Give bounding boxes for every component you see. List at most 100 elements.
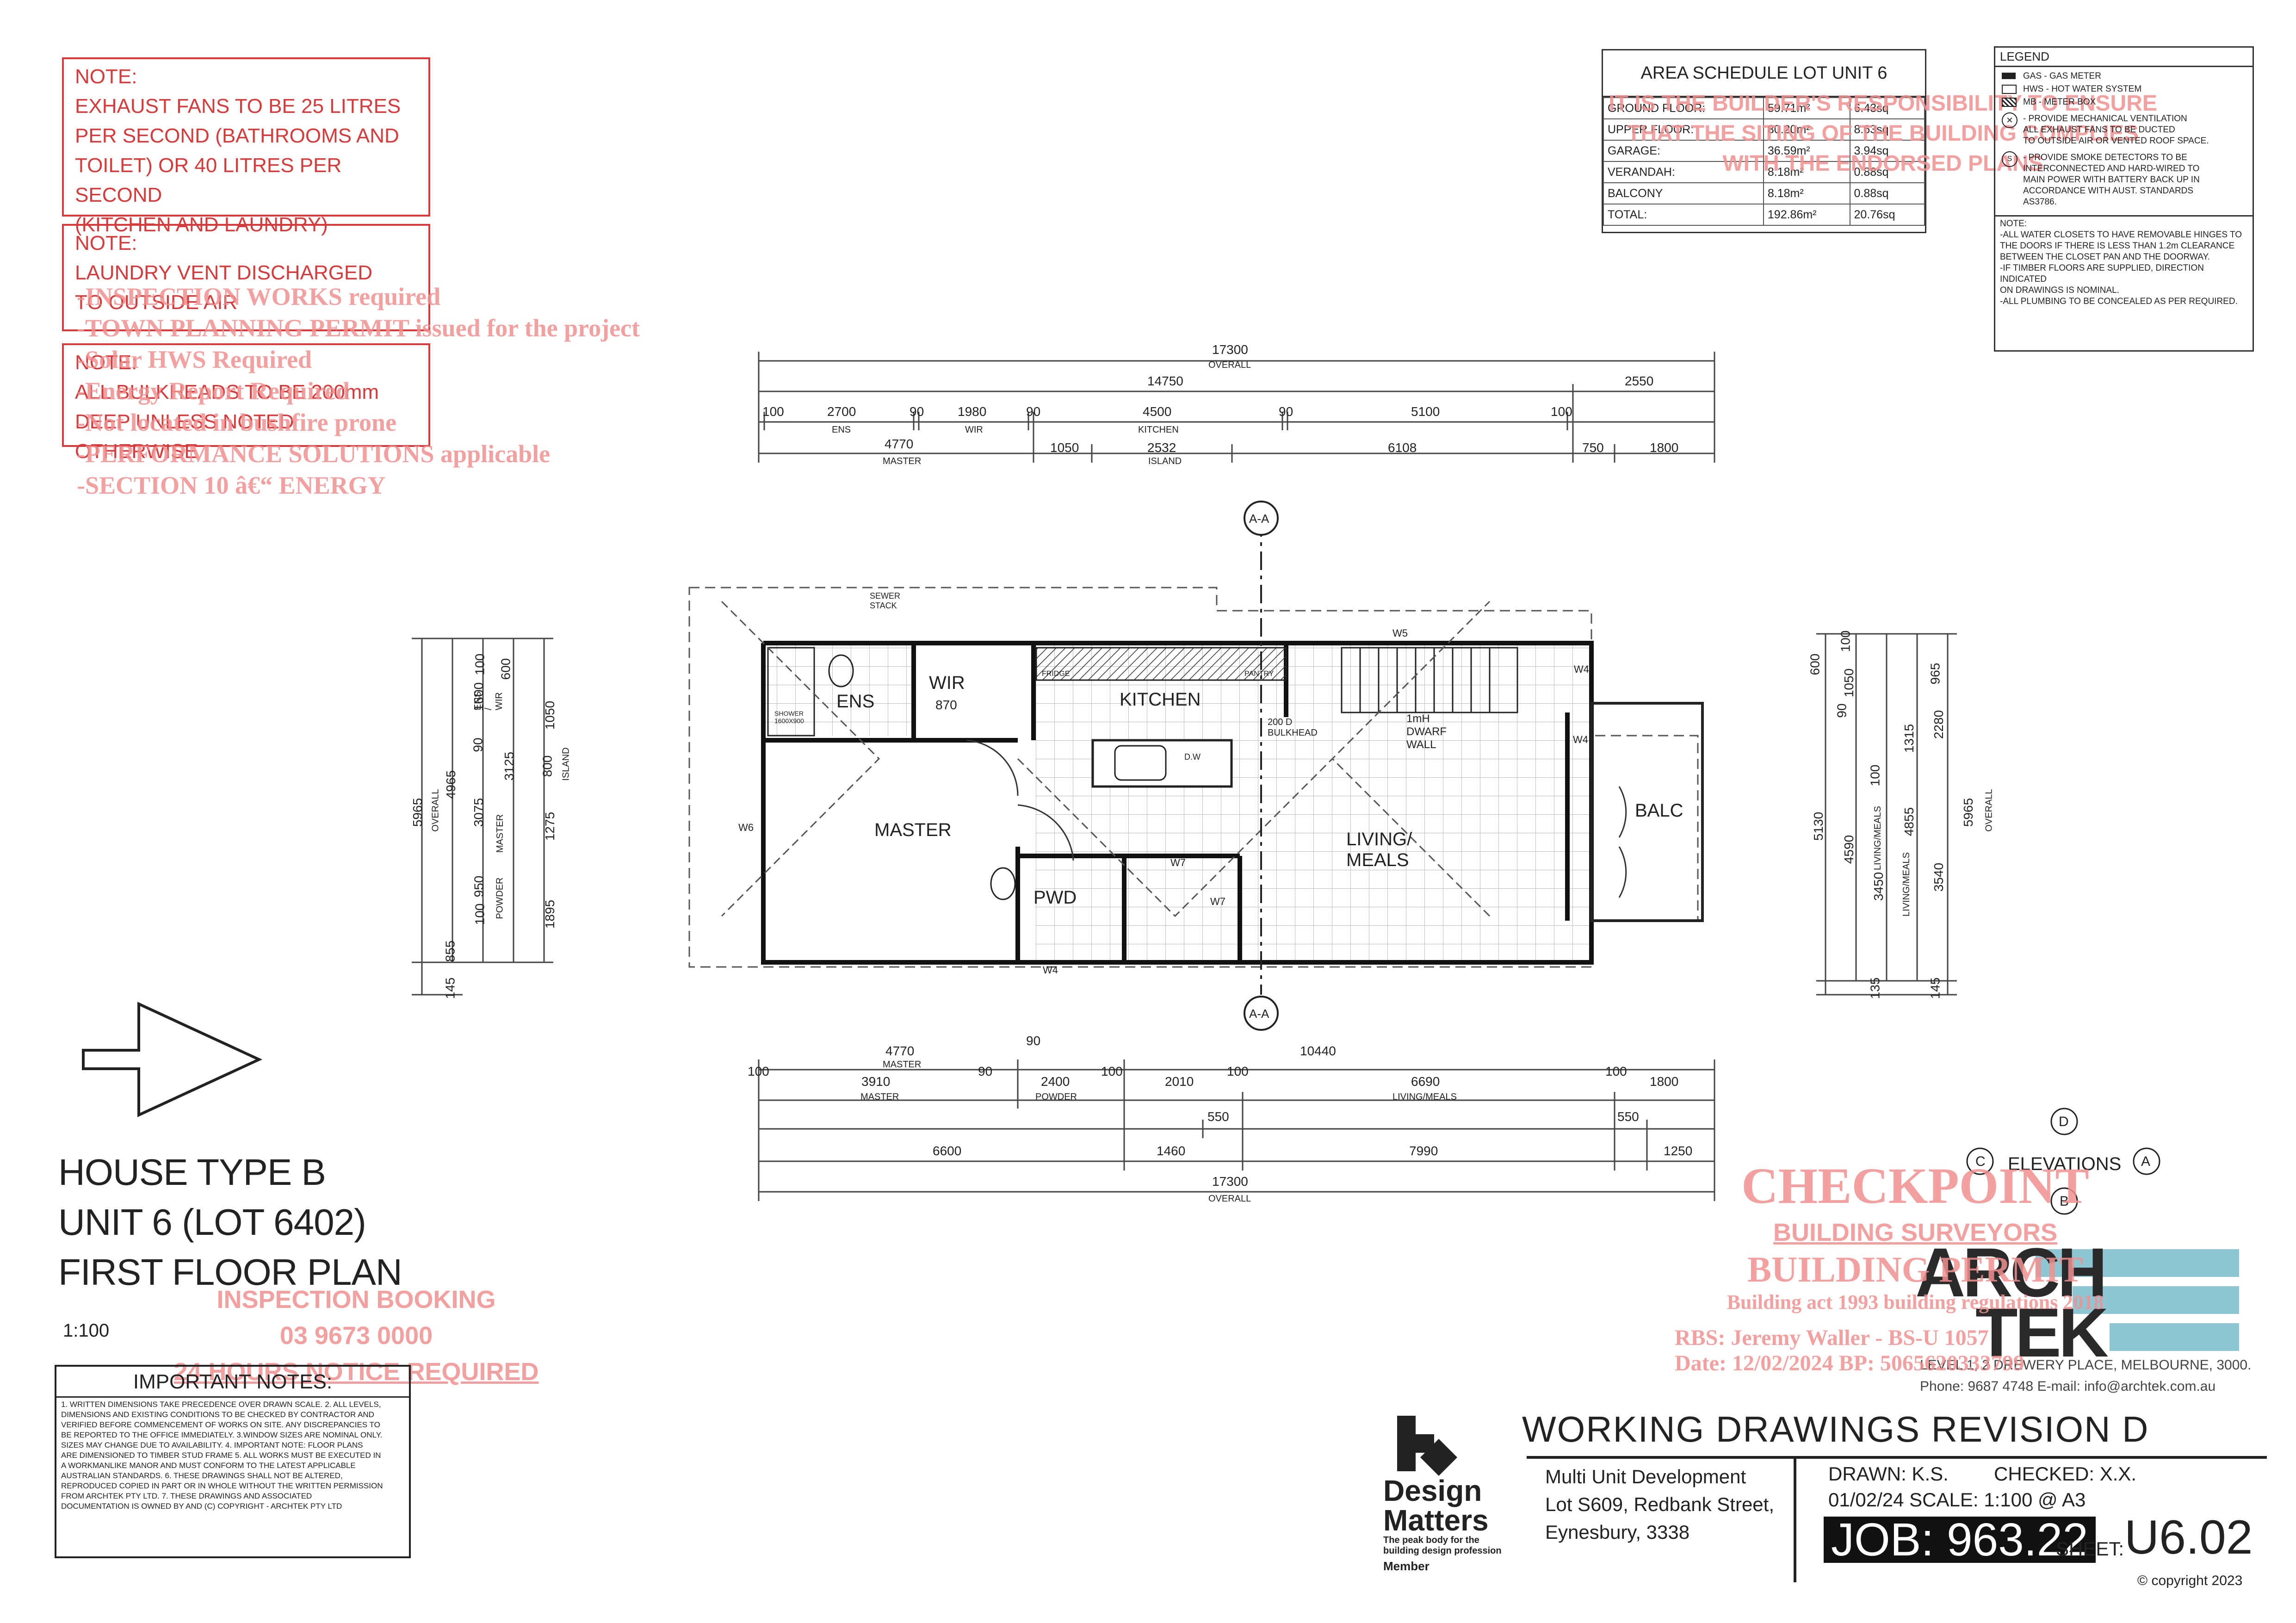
legend-item: HWS - HOT WATER SYSTEM (1995, 83, 2253, 96)
dim-value: 100 (1101, 1064, 1123, 1078)
north-arrow-icon (82, 1002, 263, 1117)
drawing-title-line: HOUSE TYPE B (58, 1152, 326, 1193)
pantry-label: PANTRY (1244, 670, 1274, 678)
dim-value: 90 (470, 737, 485, 752)
table-cell: 59.71m² (1763, 97, 1850, 119)
exhaust-fan-icon: ✕ (2002, 112, 2018, 128)
dim-value: 950 (471, 875, 486, 898)
dim-value: 3075 (471, 798, 486, 827)
archtek-wordmark: ARCH (1915, 1233, 2107, 1311)
dim-value: 1895 (543, 899, 557, 929)
important-notes-body: 1. WRITTEN DIMENSIONS TAKE PRECEDENCE OV… (56, 1396, 409, 1513)
dim-label: ISLAND (561, 747, 571, 781)
titleblock-checked: CHECKED: X.X. (1994, 1463, 2137, 1485)
room-master: MASTER (874, 820, 952, 840)
table-cell: 0.88sq (1849, 182, 1925, 204)
dim-overall: 5965 (1961, 798, 1976, 827)
legend-text: ALL EXHAUST FANS TO BE DUCTED (2023, 125, 2175, 135)
window-tag: W4 (1573, 734, 1588, 745)
area-schedule-title: AREA SCHEDULE LOT UNIT 6 (1603, 50, 1925, 97)
titleblock-job: JOB: 963.22 (1824, 1517, 2096, 1563)
important-note-line: A WORKMANLIKE MANOR AND MUST CONFORM TO … (61, 1461, 356, 1470)
titleblock-sheet: U6.02 (2124, 1511, 2253, 1564)
dim-value: 135 (1868, 977, 1882, 999)
stamp-line: -Not located in bushfire prone (77, 409, 397, 436)
dim-value: 600 (1807, 653, 1822, 675)
elevation-key-b: B (2060, 1194, 2069, 1209)
meter-box-icon (2002, 98, 2017, 107)
checkpoint-rbs: RBS: Jeremy Waller - BS-U 1057 (1675, 1326, 1989, 1350)
dim-value: 1050 (1842, 668, 1857, 698)
bulkhead-label: 200 D BULKHEAD (1268, 717, 1318, 738)
dim-value: 7990 (1409, 1144, 1438, 1158)
room-ens: ENS (836, 691, 875, 712)
table-cell: 0.88sq (1849, 161, 1925, 183)
dim-label: LIVING/MEALS (1872, 806, 1883, 870)
note-line: TOILET) OR 40 LITRES PER SECOND (75, 154, 342, 206)
note-line: LAUNDRY VENT DISCHARGED (75, 261, 373, 284)
dim-value: 100 (1605, 1064, 1627, 1078)
dim-value: 6108 (1388, 440, 1417, 455)
titleblock-heading: WORKING DRAWINGS REVISION D (1522, 1409, 2149, 1450)
legend-note: BETWEEN THE CLOSET PAN AND THE DOORWAY. (2000, 252, 2210, 262)
dim-label: POWDER (1035, 1092, 1077, 1102)
window-tag: W5 (1392, 627, 1408, 639)
dim-value: 5100 (1411, 404, 1440, 419)
dim-label: WIR (965, 425, 983, 435)
door-swings (966, 739, 1627, 898)
dim-overall-label: OVERALL (1208, 360, 1251, 370)
legend-item: MB - METER BOX (1995, 96, 2253, 109)
dim-label: KITCHEN (1138, 425, 1179, 435)
archtek-logo-icon (2036, 1249, 2239, 1351)
dim-value: 3540 (1931, 862, 1946, 892)
dim-label: MASTER (883, 1059, 922, 1070)
table-cell: BALCONY (1603, 182, 1764, 204)
legend-note: THE DOORS IF THERE IS LESS THAN 1.2m CLE… (2000, 241, 2235, 251)
legend-text: MAIN POWER WITH BATTERY BACK UP IN (2023, 175, 2200, 185)
design-matters-tag: The peak body for the (1383, 1535, 1479, 1545)
titleblock-drawn: DRAWN: K.S. (1828, 1463, 1949, 1485)
window-tag: W4 (1574, 663, 1589, 675)
dim-value: 1050 (1050, 440, 1079, 455)
roof-outline (688, 587, 1699, 968)
dim-label: LIVING/MEALS (1901, 852, 1912, 917)
section-mark-bottom: A-A (1249, 1007, 1269, 1021)
gas-meter-icon (2002, 73, 2016, 79)
window-tag: W6 (738, 822, 754, 833)
dim-value: 90 (1834, 703, 1849, 718)
design-matters-tag: building design profession (1383, 1546, 1502, 1556)
legend-text: - PROVIDE SMOKE DETECTORS TO BE (2023, 153, 2187, 162)
note-line: DEEP UNLESS NOTED OTHERWISE (75, 410, 294, 463)
titleblock-sheet-label: SHEET: (2056, 1538, 2124, 1560)
dim-overall: 17300 (1212, 342, 1248, 357)
legend-item-label: GAS - GAS METER (2023, 71, 2101, 81)
legend-note: ON DRAWINGS IS NOMINAL. (2000, 285, 2119, 295)
stamp-line: 24 HOURS NOTICE REQUIRED (173, 1358, 539, 1386)
dim-value: 550 (1617, 1109, 1639, 1124)
titleblock-project: Multi Unit Development Lot S609, Redbank… (1545, 1463, 1774, 1546)
dim-value: 4855 (1902, 807, 1917, 836)
section-markers (1244, 501, 1279, 1031)
important-note-line: ARE DIMENSIONED TO TIMBER STUD FRAME 5. … (61, 1451, 381, 1460)
dim-label: LIVING/MEALS (1392, 1092, 1457, 1102)
note-bulkheads: NOTE: ALL BULKHEADS TO BE 200mm DEEP UNL… (62, 343, 430, 463)
table-cell: UPPER FLOOR: (1603, 118, 1764, 141)
archtek-block: ARCH TEK (1915, 1233, 2109, 1367)
dim-value: 550 (1207, 1109, 1229, 1124)
note-header: NOTE: (75, 351, 137, 374)
legend-text: ACCORDANCE WITH AUST. STANDARDS (2023, 186, 2194, 196)
dim-value: 3910 (861, 1074, 891, 1089)
builder-stamp: IT IS THE BUILDER'S RESPONSIBILITY TO EN… (1568, 91, 2197, 176)
dim-label: MASTER (495, 814, 506, 853)
checkpoint-date: Date: 12/02/2024 BP: 5065620333799 (1675, 1351, 2024, 1375)
stamp-line: -Solar HWS Required (77, 346, 312, 373)
legend-note: -IF TIMBER FLOORS ARE SUPPLIED, DIRECTIO… (2000, 263, 2204, 284)
dim-value: 1315 (1902, 724, 1917, 753)
walls (761, 641, 1594, 965)
window-tag: W4 (1043, 964, 1058, 976)
stamp-line: 03 9673 0000 (279, 1322, 433, 1350)
dishwasher-label: D.W (1184, 752, 1201, 762)
table-cell: 8.18m² (1763, 161, 1850, 183)
